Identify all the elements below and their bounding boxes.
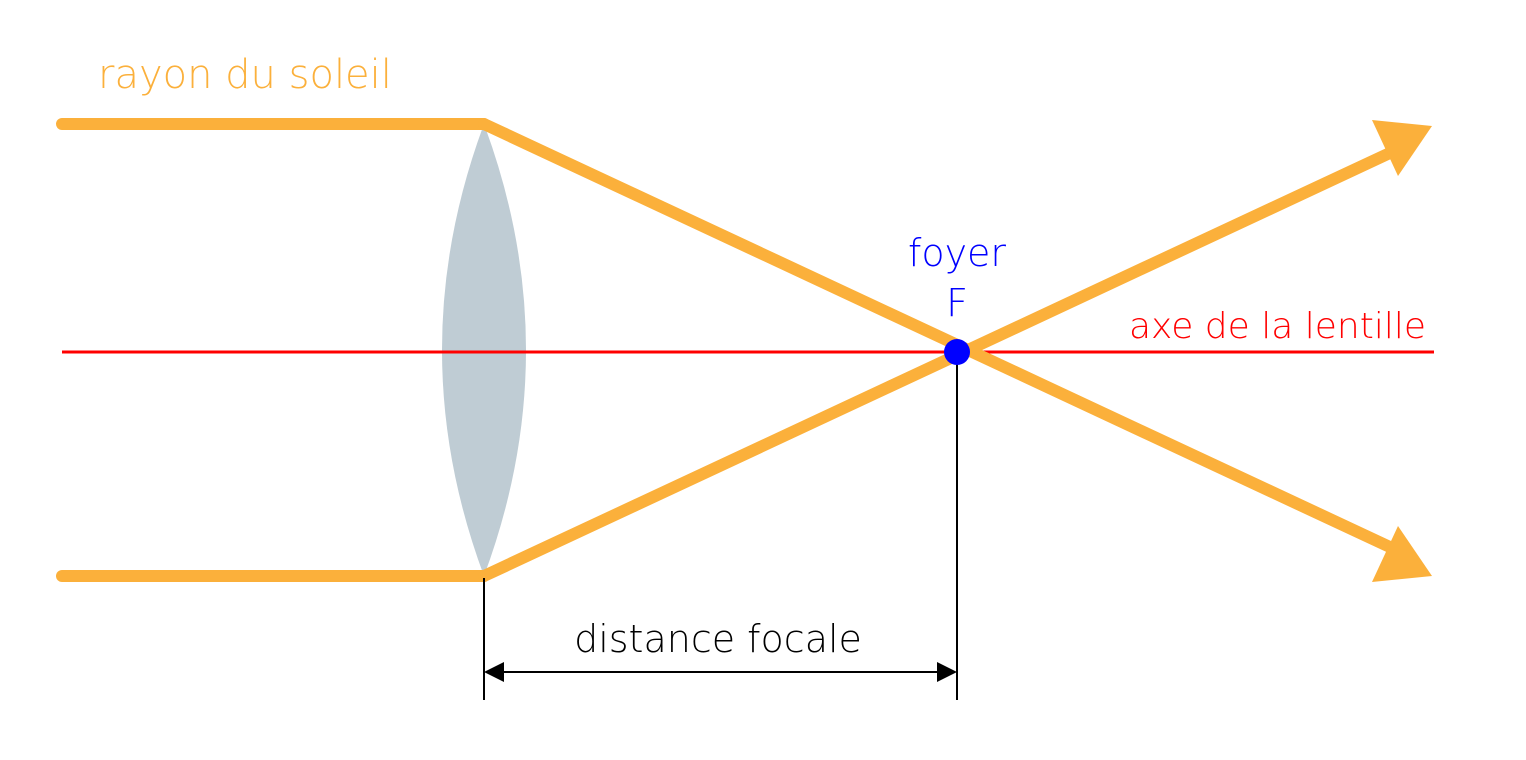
- ray-arrowhead-top: [1372, 120, 1432, 176]
- focal-distance-arrowhead-left: [484, 662, 504, 682]
- sun-ray-label: rayon du soleil: [98, 52, 392, 98]
- focus-point: [944, 339, 970, 365]
- convex-lens: [442, 124, 526, 576]
- focal-distance-arrowhead-right: [937, 662, 957, 682]
- focal-distance-label: distance focale: [574, 617, 862, 661]
- refracted-ray-bottom: [478, 146, 1398, 582]
- focus-label: foyer: [908, 231, 1006, 275]
- refracted-ray-top: [478, 118, 1398, 554]
- ray-arrowhead-bottom: [1372, 526, 1432, 582]
- lens-axis-label: axe de la lentille: [1129, 306, 1426, 347]
- focus-symbol-label: F: [946, 281, 968, 325]
